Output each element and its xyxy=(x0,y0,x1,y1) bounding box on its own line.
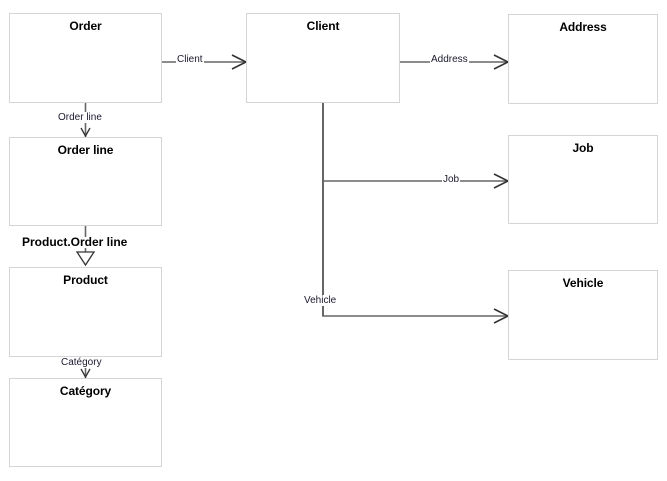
edge-order-client[interactable] xyxy=(162,54,248,70)
entity-title-categorie: Catégory xyxy=(59,384,112,398)
entity-title-order: Order xyxy=(69,19,102,33)
entity-box-job[interactable]: Job xyxy=(508,135,658,224)
entity-title-client: Client xyxy=(306,19,340,33)
entity-box-address[interactable]: Address xyxy=(508,14,658,104)
edge-label-order-orderline: Order line xyxy=(57,112,103,123)
edge-label-product-categorie: Catégory xyxy=(60,357,103,368)
edge-label-orderline-product: Product.Order line xyxy=(21,235,129,249)
entity-title-product: Product xyxy=(63,273,108,287)
edge-client-vehicle[interactable] xyxy=(322,308,510,324)
entity-box-order[interactable]: Order xyxy=(9,13,162,103)
entity-title-job: Job xyxy=(572,141,594,155)
entity-box-categorie[interactable]: Catégory xyxy=(9,378,162,467)
edge-label-client-address: Address xyxy=(430,54,469,65)
entity-title-order-line: Order line xyxy=(57,143,114,157)
edge-client-job[interactable] xyxy=(323,173,510,189)
entity-box-order-line[interactable]: Order line xyxy=(9,137,162,226)
entity-box-client[interactable]: Client xyxy=(246,13,400,103)
entity-title-vehicle: Vehicle xyxy=(562,276,604,290)
entity-box-product[interactable]: Product xyxy=(9,267,162,357)
edge-label-client-job: Job xyxy=(442,174,461,185)
edge-label-client-vehicle: Vehicle xyxy=(303,295,338,306)
edge-label-order-client: Client xyxy=(176,54,204,65)
entity-title-address: Address xyxy=(559,20,607,34)
entity-box-vehicle[interactable]: Vehicle xyxy=(508,270,658,360)
